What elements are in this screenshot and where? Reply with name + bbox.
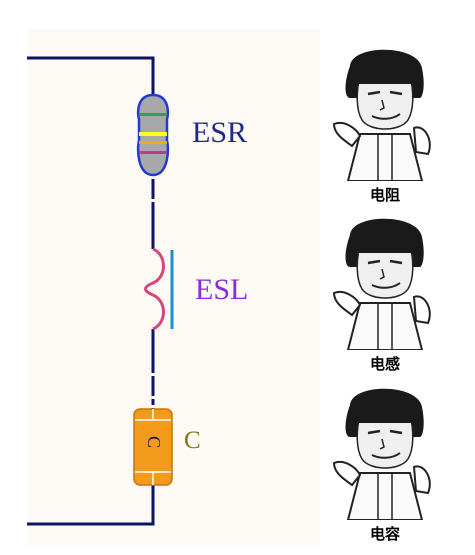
capacitor-c bbox=[133, 408, 173, 486]
top-wire bbox=[27, 56, 155, 99]
caption-resistor: 电阻 bbox=[369, 186, 400, 204]
caption-inductor: 电感 bbox=[369, 355, 400, 373]
bottom-wire bbox=[27, 485, 155, 526]
circuit-diagram bbox=[27, 56, 174, 526]
meme-capacitor: 电容 bbox=[330, 375, 440, 542]
resistor-esr bbox=[136, 93, 170, 177]
meme-face-icon bbox=[332, 49, 431, 181]
caption-capacitor: 电容 bbox=[369, 525, 400, 543]
esr-label: ESR bbox=[192, 116, 248, 149]
inductor-esl bbox=[144, 247, 174, 331]
meme-resistor: 电阻 bbox=[330, 36, 440, 203]
meme-face-icon bbox=[332, 388, 431, 520]
esl-label: ESL bbox=[195, 273, 249, 306]
c-label: C bbox=[184, 427, 201, 454]
capacitor-body-text: C bbox=[144, 435, 164, 448]
circuit-panel: C bbox=[27, 29, 320, 545]
meme-inductor: 电感 bbox=[330, 205, 440, 372]
meme-face-icon bbox=[332, 218, 431, 350]
